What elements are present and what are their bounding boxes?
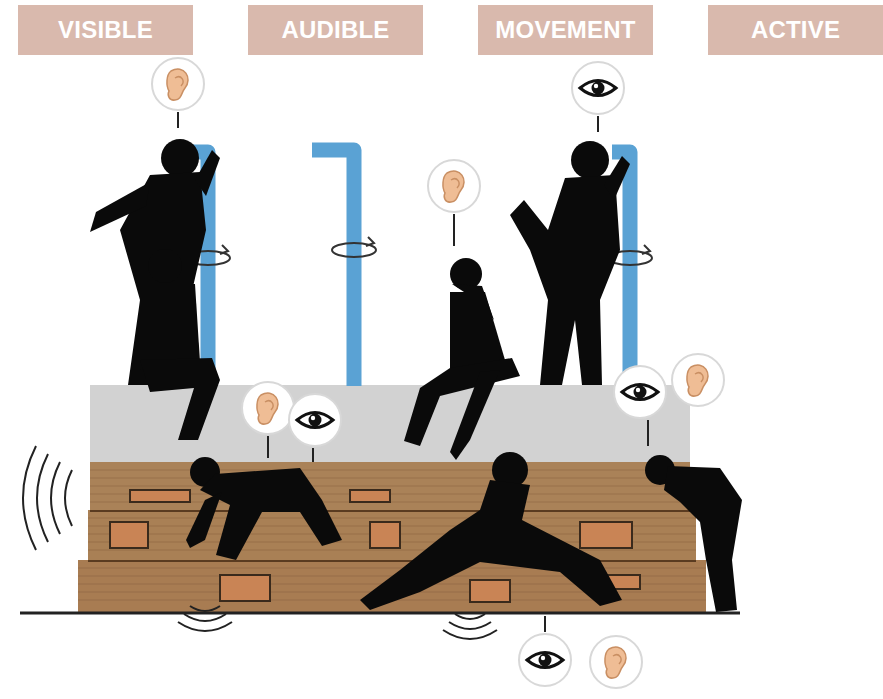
person-silhouette xyxy=(195,150,220,196)
platform-screen xyxy=(470,580,510,602)
person-silhouette xyxy=(571,141,609,179)
sense-icon xyxy=(519,634,571,686)
person-silhouette xyxy=(90,182,150,232)
person-silhouette xyxy=(161,139,199,177)
sound-wave xyxy=(37,454,48,542)
person-silhouette xyxy=(140,358,220,440)
sense-icon xyxy=(614,366,666,418)
wooden-platform xyxy=(90,462,690,512)
header-label-box: ACTIVE xyxy=(708,5,883,55)
sound-wave xyxy=(443,630,497,639)
platform-screen xyxy=(350,490,390,502)
rotation-symbol xyxy=(642,245,650,254)
periscope-pipe xyxy=(312,150,354,386)
header-label: VISIBLE xyxy=(58,16,153,44)
header-label-box: MOVEMENT xyxy=(478,5,653,55)
header-label: MOVEMENT xyxy=(495,16,635,44)
sense-icon xyxy=(242,382,294,434)
sense-icon xyxy=(572,62,624,114)
wooden-platform xyxy=(88,511,696,561)
person-silhouette xyxy=(450,370,500,460)
person-silhouette xyxy=(140,284,200,370)
wooden-platform xyxy=(90,486,690,487)
leader-line xyxy=(544,616,546,632)
sound-wave xyxy=(178,622,232,631)
leader-line xyxy=(267,436,269,458)
sense-icon xyxy=(672,354,724,406)
header-label-box: VISIBLE xyxy=(18,5,193,55)
sound-wave xyxy=(51,462,60,534)
person-silhouette xyxy=(360,480,622,610)
sound-wave xyxy=(23,446,36,550)
header-label: AUDIBLE xyxy=(281,16,389,44)
sense-icon xyxy=(289,394,341,446)
sound-wave xyxy=(190,606,220,611)
wooden-platform xyxy=(90,510,690,512)
wooden-platform xyxy=(88,560,696,562)
platform-screen xyxy=(220,575,270,601)
person-silhouette xyxy=(186,492,222,548)
person-silhouette xyxy=(90,139,742,612)
leader-line xyxy=(453,214,455,246)
person-silhouette xyxy=(664,466,742,612)
person-silhouette xyxy=(148,249,182,283)
sound-wave xyxy=(23,446,497,639)
leader-line xyxy=(647,420,649,446)
leader-line xyxy=(178,112,648,632)
periscope-pipe xyxy=(190,150,630,386)
leader-line xyxy=(177,112,179,128)
wooden-platform xyxy=(90,478,690,479)
wooden-platform xyxy=(78,568,706,569)
rotation-symbol xyxy=(220,245,228,254)
sense-icon xyxy=(152,58,724,688)
wooden-platform xyxy=(20,462,740,613)
platform-screen xyxy=(580,522,632,548)
wooden-platform xyxy=(88,518,696,519)
person-silhouette xyxy=(510,175,620,385)
person-silhouette xyxy=(604,156,630,200)
platform-screen xyxy=(110,522,148,548)
sound-wave xyxy=(449,622,491,629)
rotation-symbol xyxy=(366,237,374,246)
wooden-platform xyxy=(20,612,740,615)
sense-icon xyxy=(428,160,480,212)
grey-slab xyxy=(90,385,690,462)
header-label: ACTIVE xyxy=(751,16,840,44)
sense-icon xyxy=(590,636,642,688)
wooden-platform xyxy=(88,510,696,562)
sound-wave xyxy=(455,614,485,619)
leader-line xyxy=(597,116,599,132)
platform-screen xyxy=(130,490,190,502)
sound-wave xyxy=(65,470,72,526)
wooden-platform xyxy=(90,470,690,471)
sense-icon xyxy=(152,58,204,110)
leader-line xyxy=(312,448,314,462)
wooden-platform xyxy=(88,550,696,551)
platform-screen xyxy=(370,522,400,548)
person-silhouette xyxy=(200,468,342,560)
sound-wave xyxy=(184,614,226,621)
header-label-box: AUDIBLE xyxy=(248,5,423,55)
